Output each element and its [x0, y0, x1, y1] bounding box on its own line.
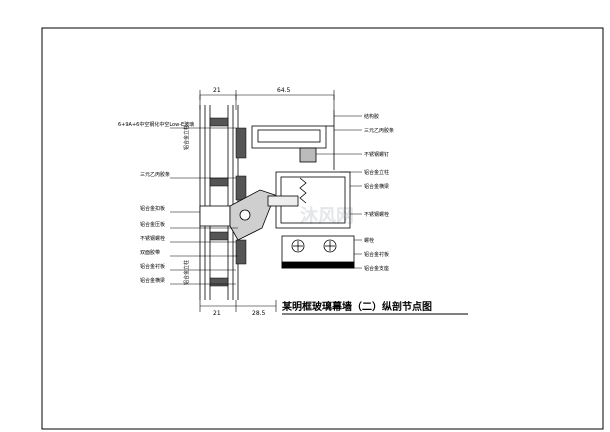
label-sealant: 三元乙丙胶条 — [140, 171, 170, 178]
left-leaders — [170, 127, 238, 285]
label-r2: 三元乙丙胶条 — [364, 127, 394, 134]
label-vertical-top: 铝合金立柱 — [183, 125, 190, 150]
label-r1: 结构胶 — [364, 113, 379, 120]
label-r4: 铝合金立柱 — [364, 169, 389, 176]
glass-panes — [199, 105, 239, 300]
dim-top-right: 64.5 — [277, 87, 291, 94]
top-dimension — [199, 90, 335, 110]
label-vertical-bottom: 铝合金立柱 — [183, 260, 190, 285]
label-glass-spec: 6+9A+6中空钢化中空Low-E玻璃 — [118, 121, 194, 128]
label-l4: 铝合金衬板 — [140, 263, 165, 270]
watermark-text: 沐风网 — [300, 205, 354, 227]
label-l3: 双面胶带 — [140, 249, 160, 256]
label-r9: 铝合金支座 — [364, 265, 389, 272]
label-r8: 铝合金衬板 — [364, 251, 389, 258]
glass-seals — [209, 117, 247, 287]
label-r6: 不锈钢螺栓 — [364, 211, 389, 218]
label-r5: 铝合金横梁 — [364, 183, 389, 190]
label-l5: 铝合金横梁 — [140, 277, 165, 284]
dim-top-left: 21 — [213, 87, 221, 94]
joint-arm — [199, 189, 276, 241]
label-r7: 螺栓 — [364, 237, 374, 244]
label-l1: 铝合金压板 — [140, 221, 165, 228]
drawing-title: 某明框玻璃幕墙（二）纵剖节点图 — [282, 300, 432, 313]
bottom-dimension — [199, 300, 277, 312]
label-bolt: 铝合金扣板 — [140, 205, 165, 212]
support-box — [281, 235, 355, 269]
sheet-border — [41, 27, 604, 430]
label-r3: 不锈钢螺钉 — [364, 151, 389, 158]
label-l2: 不锈钢螺栓 — [140, 235, 165, 242]
right-leaders — [316, 115, 362, 269]
dim-bottom-right: 28.5 — [252, 310, 266, 317]
transom-box — [267, 171, 351, 229]
dim-bottom-left: 21 — [213, 310, 221, 317]
upper-profile — [251, 110, 335, 170]
